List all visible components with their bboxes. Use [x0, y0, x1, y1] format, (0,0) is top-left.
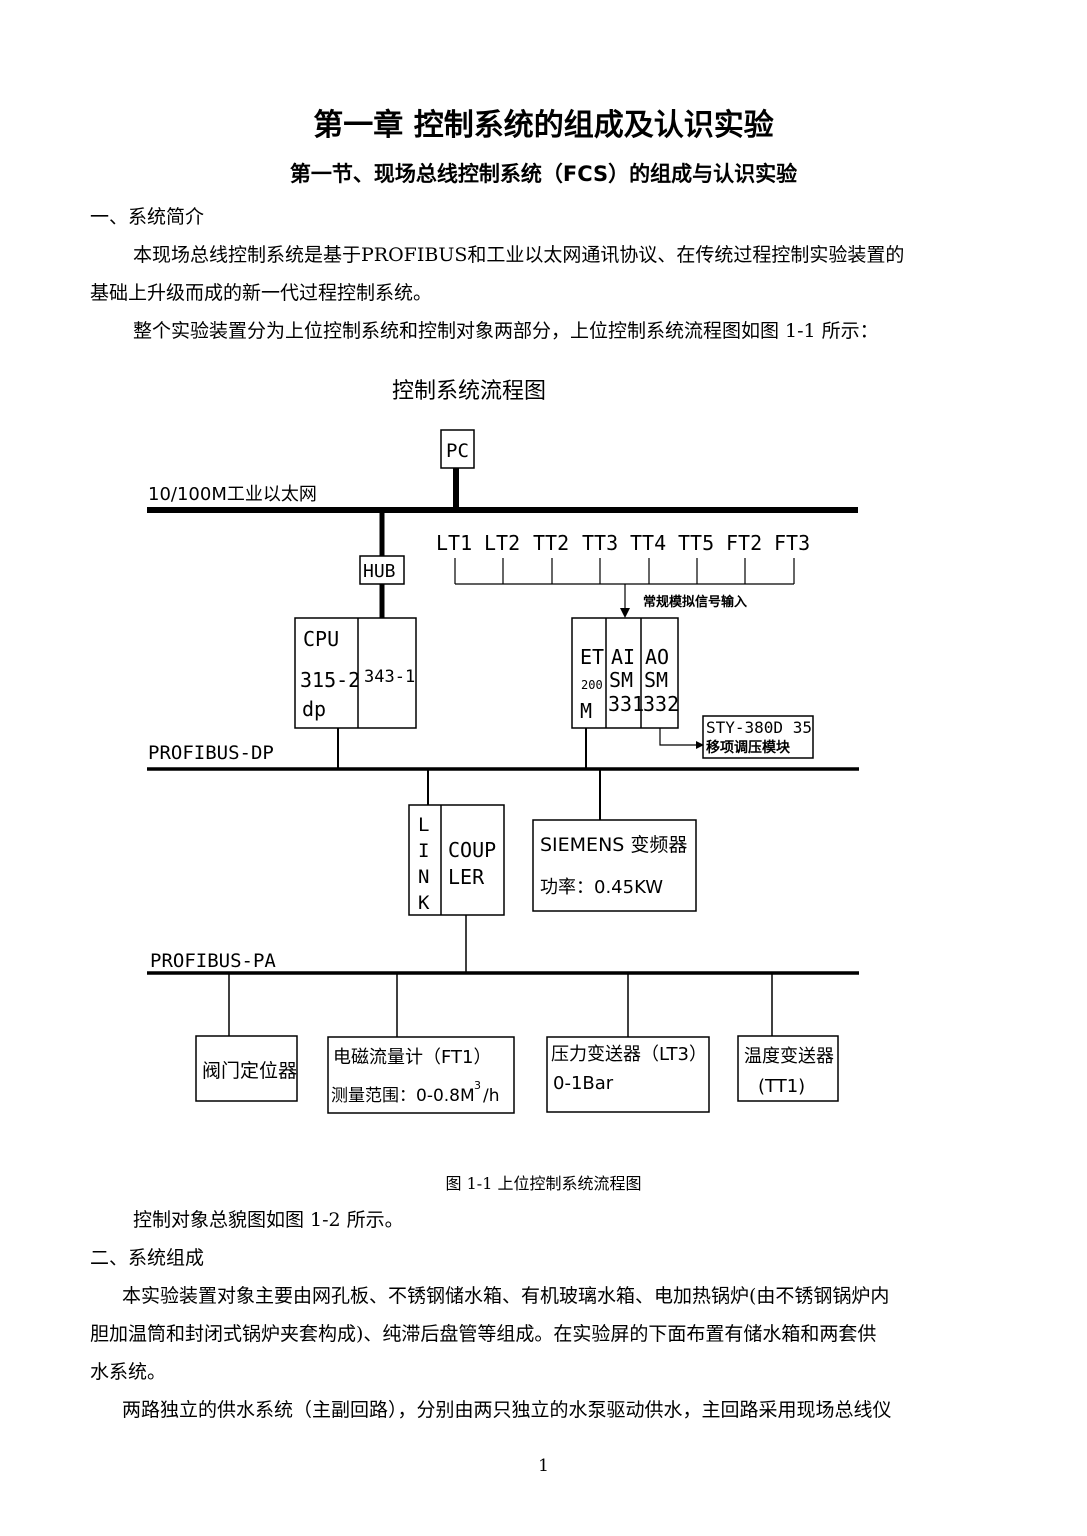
- cpu-label: CPU: [303, 627, 339, 651]
- temp-title: 温度变送器: [744, 1046, 834, 1067]
- flowmeter-box: [327, 1036, 515, 1114]
- figure-caption: 图 1-1 上位控制系统流程图: [445, 1174, 642, 1193]
- ai-label: AI: [611, 645, 635, 669]
- link-letter-k: K: [418, 892, 430, 914]
- ao-sty-arrow-head: [696, 741, 704, 749]
- signal-tt3: TT3: [582, 531, 618, 555]
- paragraph-1-line-2: 基础上升级而成的新一代过程控制系统。: [90, 282, 433, 304]
- section-heading-composition: 二、系统组成: [90, 1247, 205, 1269]
- ao-sty-line: [659, 728, 698, 746]
- profibus-pa-label: PROFIBUS-PA: [150, 950, 276, 972]
- section-heading-intro: 一、系统简介: [90, 206, 205, 228]
- sty-model: STY-380D 35: [706, 718, 812, 737]
- cpu-box: [294, 617, 417, 729]
- paragraph-3: 控制对象总貌图如图 1-2 所示。: [133, 1209, 404, 1231]
- ai-sm: SM: [609, 668, 633, 692]
- analog-arrow-head: [620, 608, 630, 618]
- hub-label: HUB: [363, 561, 396, 582]
- link-letter-l: L: [418, 814, 429, 836]
- et200-label: ET: [580, 645, 604, 669]
- paragraph-5: 两路独立的供水系统（主副回路），分别由两只独立的水泵驱动供水，主回路采用现场总线…: [122, 1399, 892, 1421]
- pc-label: PC: [446, 440, 469, 462]
- siemens-box: [532, 819, 697, 912]
- page-number: 1: [538, 1456, 549, 1476]
- pressure-range: 0-1Bar: [553, 1073, 614, 1094]
- coupler-line-1: COUP: [448, 838, 496, 862]
- signal-ft2: FT2: [726, 531, 762, 555]
- siemens-power: 功率：0.45KW: [540, 877, 663, 898]
- flowmeter-exponent: 3: [474, 1079, 481, 1092]
- paragraph-4-line-3: 水系统。: [90, 1361, 167, 1383]
- ethernet-label: 10/100M工业以太网: [148, 484, 317, 505]
- chapter-title: 第一章 控制系统的组成及认识实验: [313, 108, 774, 143]
- signal-tt4: TT4: [630, 531, 666, 555]
- signal-lt1: LT1: [436, 531, 472, 555]
- link-letter-i: I: [418, 840, 429, 862]
- signal-lt2: LT2: [484, 531, 520, 555]
- ai-model: 331: [608, 692, 644, 716]
- sty-box: [702, 715, 814, 759]
- cp-label: 343-1: [364, 667, 415, 687]
- paragraph-4-line-1: 本实验装置对象主要由网孔板、不锈钢储水箱、有机玻璃水箱、电加热锅炉(由不锈钢锅炉…: [122, 1285, 890, 1307]
- valve-box: [195, 1035, 298, 1102]
- signal-ft3: FT3: [774, 531, 810, 555]
- paragraph-1-line-1: 本现场总线控制系统是基于PROFIBUS和工业以太网通讯协议、在传统过程控制实验…: [133, 244, 905, 266]
- et200-box: [571, 617, 679, 729]
- et200-m: M: [580, 699, 592, 723]
- ao-label: AO: [645, 645, 669, 669]
- signal-tt5: TT5: [678, 531, 714, 555]
- valve-label: 阀门定位器: [202, 1060, 297, 1082]
- coupler-line-2: LER: [448, 865, 485, 889]
- temp-code: (TT1): [758, 1076, 805, 1097]
- cpu-dp: dp: [302, 697, 326, 721]
- sty-desc: 移项调压模块: [706, 739, 791, 756]
- diagram-title: 控制系统流程图: [392, 379, 546, 404]
- temp-box: [737, 1035, 839, 1102]
- paragraph-2: 整个实验装置分为上位控制系统和控制对象两部分，上位控制系统流程图如图 1-1 所…: [133, 320, 879, 342]
- signal-tt2: TT2: [533, 531, 569, 555]
- section-title: 第一节、现场总线控制系统（FCS）的组成与认识实验: [289, 162, 798, 186]
- cpu-model: 315-2: [300, 668, 360, 692]
- analog-input-label: 常规模拟信号输入: [643, 594, 747, 610]
- link-coupler-box: [408, 804, 505, 916]
- flowmeter-title: 电磁流量计（FT1）: [333, 1047, 491, 1068]
- et200-model: 200: [581, 678, 603, 692]
- ao-sm: SM: [644, 668, 668, 692]
- profibus-dp-label: PROFIBUS-DP: [148, 742, 274, 764]
- link-letter-n: N: [418, 866, 429, 888]
- paragraph-4-line-2: 胆加温筒和封闭式锅炉夹套构成)、纯滞后盘管等组成。在实验屏的下面布置有储水箱和两…: [90, 1323, 877, 1345]
- flowmeter-range: 测量范围：0-0.8M: [331, 1086, 475, 1106]
- pressure-box: [546, 1036, 710, 1113]
- flowmeter-unit: /h: [483, 1086, 500, 1106]
- ao-model: 332: [643, 692, 679, 716]
- siemens-title: SIEMENS 变频器: [540, 834, 687, 856]
- pressure-title: 压力变送器（LT3）: [551, 1044, 707, 1065]
